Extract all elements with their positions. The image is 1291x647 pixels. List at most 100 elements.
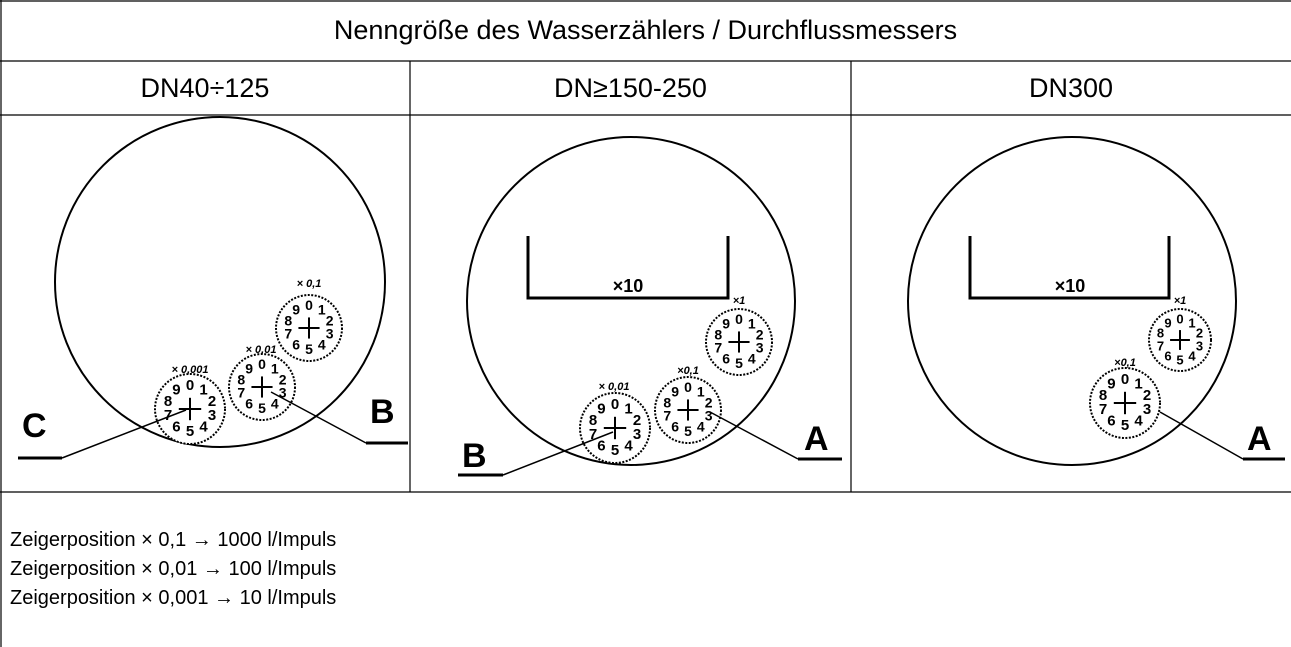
dial-digit: 3 [705,408,713,424]
dial-multiplier-label: ×1 [733,295,746,307]
meter-outline-dn300 [907,136,1237,466]
dial-digit: 3 [756,340,764,356]
dial-digit: 1 [697,383,705,399]
dial-digit: 0 [258,356,266,372]
dial-digit: 8 [663,394,671,410]
label-c: C [22,407,47,445]
dial-digit: 3 [208,407,216,424]
dial-digit: 5 [1176,353,1183,368]
dial-digit: 5 [684,423,692,439]
dial-digit: 2 [279,371,287,387]
dial-digit: 7 [714,340,722,356]
dial-digit: 0 [611,396,619,413]
dial-digit: 3 [279,385,287,401]
dial-multiplier-label: ×0,1 [677,365,699,377]
dial-digit: 7 [1099,401,1107,418]
dial-digit: 0 [1176,312,1183,327]
dial-digit: 8 [164,393,172,410]
dial-digit: 5 [186,423,194,440]
dial-digit: 5 [735,355,743,371]
dial-digit: 5 [258,400,266,416]
dial-digit: 6 [245,396,253,412]
col-header-dn300: DN300 [1028,72,1114,103]
dial-multiplier-label: × 0,1 [297,278,322,290]
meter-outline-dn150 [466,136,796,466]
dial-digit: 4 [1188,349,1196,364]
dial-digit: 7 [663,408,671,424]
dial-digit: 1 [318,301,326,317]
dial-digit: 8 [284,312,292,328]
dial-digit: 5 [1121,417,1129,434]
dial-digit: 2 [1143,387,1151,404]
dial-digit: 2 [208,393,216,410]
dial-digit: 3 [1196,338,1203,353]
dial-digit: 8 [714,326,722,342]
dial-digit: 3 [633,426,641,443]
dial-multiplier-label: × 0,001 [171,364,208,376]
meter-outline [54,116,386,448]
dial-digit: 0 [305,297,313,313]
dial-multiplier-label: × 0,01 [246,344,277,356]
dial-digit: 0 [684,379,692,395]
register-multiplier-label: ×10 [1055,276,1086,296]
dial-digit: 4 [318,337,326,353]
dial-digit: 4 [199,419,208,436]
label-b: B [462,437,487,475]
dial-digit: 1 [624,400,632,417]
dial-digit: 6 [172,419,180,436]
dial-digit: 6 [1164,349,1171,364]
dial-digit: 8 [1099,387,1107,404]
dial-digit: 8 [589,412,597,429]
dial-digit: 2 [326,312,334,328]
label-b: B [370,393,395,431]
dial-digit: 1 [1134,375,1142,392]
page-title: Nenngröße des Wasserzählers / Durchfluss… [333,14,958,45]
dial-digit: 7 [1157,338,1164,353]
dial-digit: 9 [172,381,180,398]
dial-digit: 9 [597,400,605,417]
dial-digit: 8 [237,371,245,387]
dial-digit: 4 [748,351,756,367]
dial-digit: 5 [611,442,619,459]
dial-digit: 4 [697,419,705,435]
dial-digit: 6 [292,337,300,353]
dial-digit: 0 [186,377,194,394]
register-window [526,236,730,300]
col-header-dn40: DN40÷125 [140,72,270,103]
dial-multiplier-label: ×0,1 [1114,357,1136,369]
dial-digit: 3 [326,326,334,342]
label-a: A [804,420,829,458]
dial-digit: 1 [271,360,279,376]
dial-digit: 9 [671,383,679,399]
dial-digit: 9 [292,301,300,317]
dial-multiplier-label: × 0,01 [599,381,630,393]
note-line: Zeigerposition × 0,001 → 10 l/Impuls [10,587,337,609]
register-window [968,236,1171,300]
dial-digit: 7 [164,407,172,424]
dial-digit: 1 [199,381,207,398]
dial-digit: 9 [1164,315,1171,330]
dial-digit: 0 [735,311,743,327]
dial-digit: 2 [1196,326,1203,341]
dial-digit: 6 [1107,413,1115,430]
dial-digit: 3 [1143,401,1151,418]
dial-digit: 2 [633,412,641,429]
dial-digit: 9 [245,360,253,376]
dial-digit: 7 [284,326,292,342]
dial-digit: 0 [1121,371,1129,388]
note-line: Zeigerposition × 0,1 → 1000 l/Impuls [10,529,337,551]
dial-digit: 7 [589,426,597,443]
note-line: Zeigerposition × 0,01 → 100 l/Impuls [10,558,337,580]
dial-digit: 2 [756,326,764,342]
dial-digit: 9 [1107,375,1115,392]
dial-digit: 9 [722,315,730,331]
meter-face-dn40 [54,116,386,448]
dial-digit: 6 [671,419,679,435]
